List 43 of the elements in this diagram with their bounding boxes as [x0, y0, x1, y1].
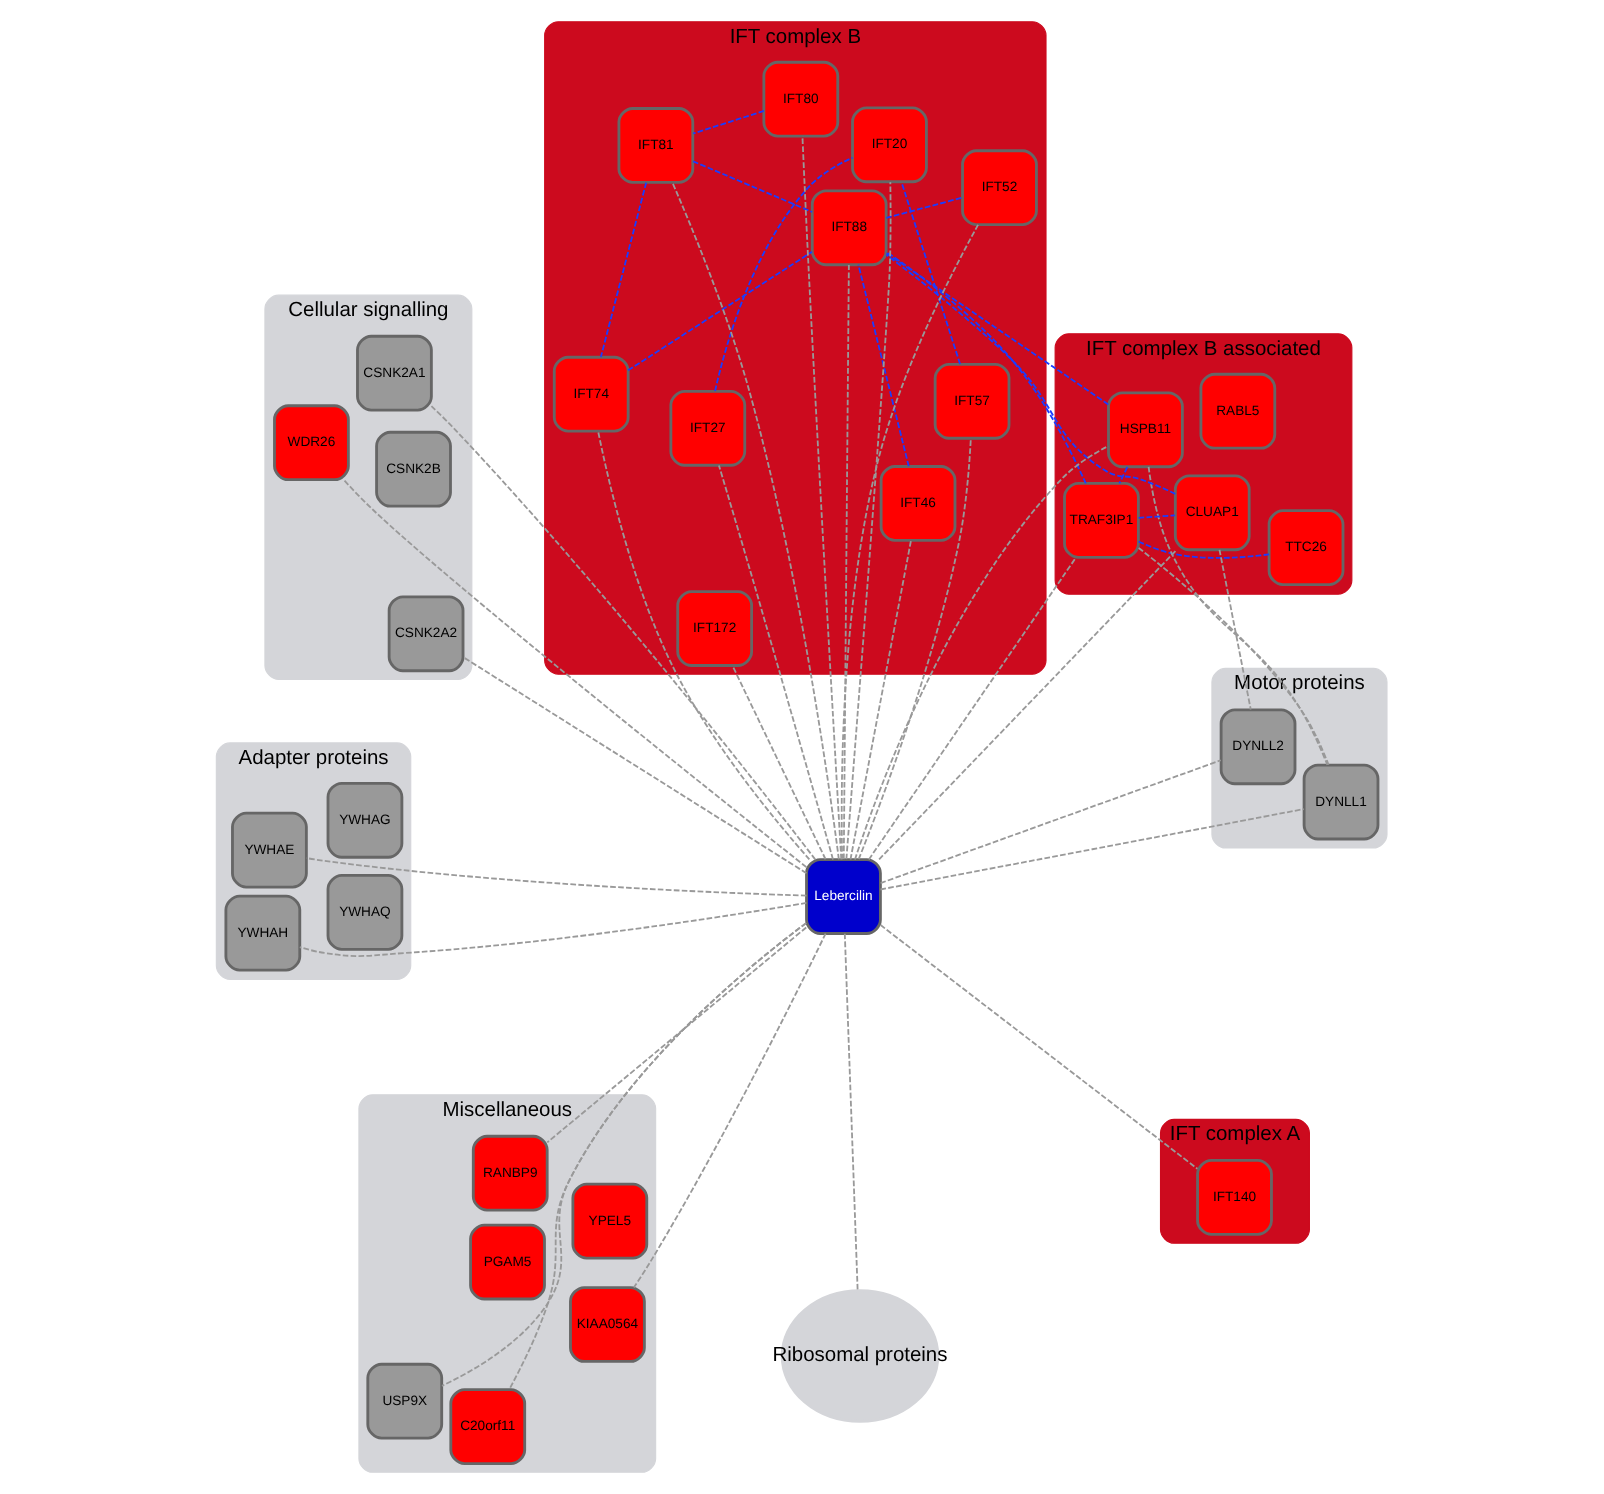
- connector: [342, 478, 808, 869]
- connector: [885, 250, 1087, 485]
- connector: [546, 926, 808, 1144]
- connector: [857, 437, 972, 861]
- connector: [845, 181, 892, 861]
- connector: [857, 263, 910, 468]
- connector: [692, 110, 765, 135]
- connector: [671, 181, 840, 861]
- connector: [1147, 466, 1329, 766]
- connector: [1137, 514, 1176, 519]
- connector: [692, 160, 813, 213]
- connector: [885, 196, 964, 219]
- connector: [849, 539, 912, 861]
- connector: [441, 922, 807, 1387]
- connector: [1118, 466, 1129, 485]
- connector: [430, 405, 817, 861]
- connector: [597, 430, 811, 861]
- connector: [885, 253, 1177, 495]
- connector: [305, 857, 808, 897]
- connector: [508, 922, 807, 1391]
- connector: [900, 181, 961, 365]
- connector: [1218, 548, 1252, 711]
- connector: [599, 181, 648, 358]
- connector: [462, 656, 808, 875]
- connector: [843, 932, 859, 1292]
- connector: [714, 156, 854, 392]
- connector: [879, 808, 1305, 891]
- connector: [1137, 547, 1330, 766]
- connector: [842, 264, 850, 861]
- connector: [885, 252, 1110, 406]
- connector: [868, 556, 1077, 861]
- connector: [879, 759, 1222, 884]
- connector: [878, 549, 1178, 861]
- connector: [731, 665, 827, 861]
- connector: [840, 224, 979, 861]
- connector: [801, 135, 843, 861]
- connector: [1137, 540, 1270, 559]
- connector: [627, 250, 813, 372]
- connector: [632, 932, 827, 1289]
- connector: [298, 902, 808, 957]
- connector: [718, 464, 834, 861]
- connector: [854, 445, 1110, 861]
- connector: [879, 924, 1199, 1170]
